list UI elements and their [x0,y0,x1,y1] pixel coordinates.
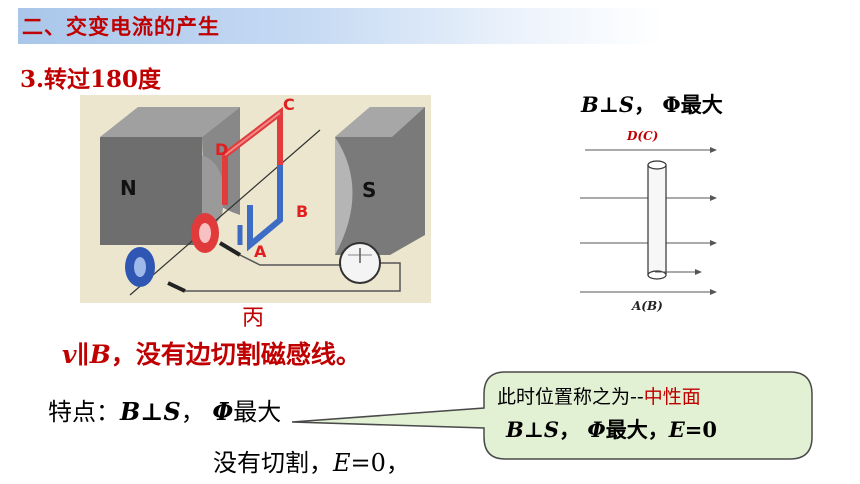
feature-b: B [120,397,141,426]
label-a: A [254,242,267,261]
formula-perp: ⊥ [598,92,619,117]
callout-phi: Φ [587,417,606,442]
coil-blue-segment [247,165,283,252]
magnet-n-label: N [120,176,137,200]
label-b: B [296,202,308,221]
velocity-statement: v∥B，没有边切割磁感线。 [62,335,361,371]
no-cut-e: E [333,449,351,477]
callout-mid: 最大， [605,417,669,442]
formula-s: S [618,92,635,117]
coil-red-highlight [224,112,281,156]
callout-formula: B⊥S， Φ最大，E=0 [506,414,717,444]
feature-perp: ⊥ [140,397,164,426]
feature-statement: 特点：B⊥S， Φ最大 [48,392,281,427]
side-label-top: D(C) [626,129,658,143]
magnet-s-pole [335,137,353,255]
section-subtitle: 3.转过180度 [20,66,162,93]
no-cut-statement: 没有切割，E=0， [213,443,410,478]
callout-end: =0 [684,417,717,442]
illustration-caption: 丙 [242,306,265,331]
symbol-parallel: ∥ [76,340,90,369]
symbol-v: v [62,340,77,369]
callout-shape [291,371,813,460]
feature-sep: ， [180,398,213,426]
magnet-n-top [100,107,240,137]
no-cut-rest: =0， [350,449,410,477]
wire-upper [239,254,340,266]
callout-e: E [668,417,685,442]
callout-perp: ⊥ [523,417,544,442]
formula-rest: ， Φ最大 [634,92,723,117]
formula-b: B [581,92,599,117]
flux-formula: B⊥S， Φ最大 [581,89,723,119]
generator-illustration: N S C D B A [80,95,431,303]
no-cut-prefix: 没有切割， [213,449,333,477]
header-bar [18,8,663,44]
label-c: C [283,95,295,114]
side-label-bottom: A(B) [631,299,663,313]
velocity-statement-text: ，没有边切割磁感线。 [110,340,361,369]
wire-lower [185,262,401,292]
callout-neutral-plane: 中性面 [643,386,701,408]
magnet-s-body [335,107,425,255]
callout-title-text: 此时位置称之为-- [497,386,644,408]
magnet-s-label: S [362,178,376,202]
callout-s: S [543,417,560,442]
callout-sep: ， [559,417,588,442]
feature-s: S [163,397,181,426]
feature-rest: 最大 [233,398,282,426]
label-d: D [215,140,228,159]
brush-red [218,241,242,257]
callout-title: 此时位置称之为--中性面 [497,382,701,409]
magnet-n-front [100,137,202,245]
side-view-diagram: D(C) A(B) [580,129,717,313]
rotation-axis [129,129,321,296]
page-title: 二、交变电流的产生 [22,15,220,39]
feature-phi: Φ [212,397,234,426]
symbol-b: B [89,340,111,369]
brush-blue [167,281,186,293]
callout-b: B [506,417,524,442]
magnet-s-top [335,107,425,137]
feature-prefix: 特点： [48,398,120,426]
